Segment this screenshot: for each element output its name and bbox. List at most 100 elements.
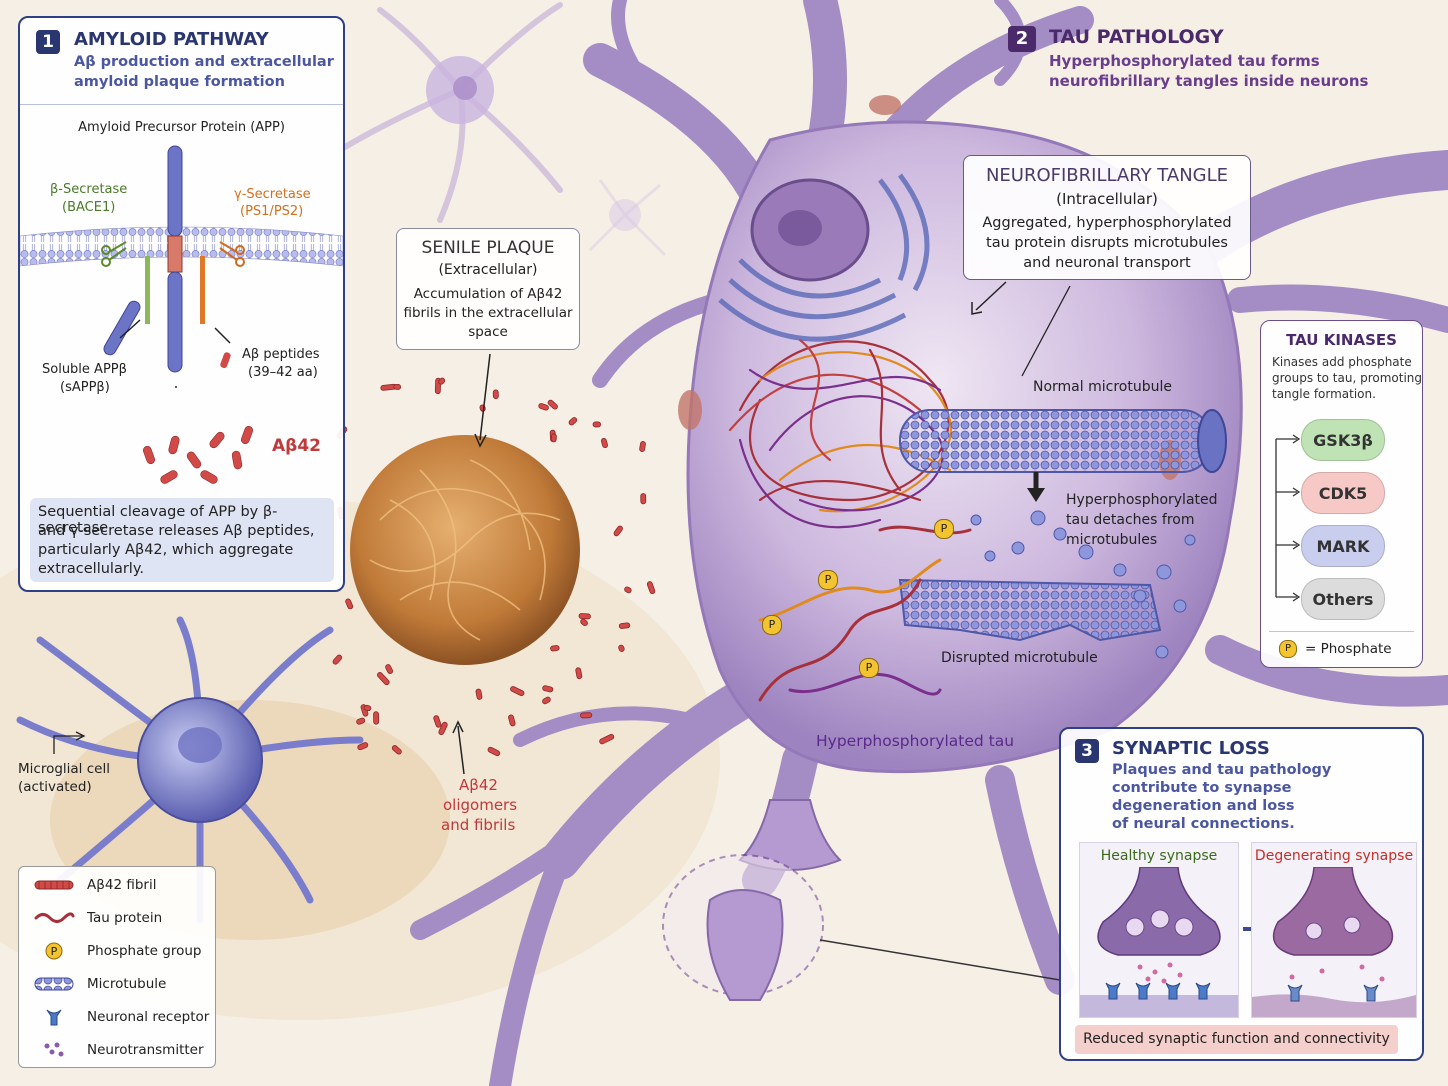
amyloid-header: 1 AMYLOID PATHWAY Aβ production and extr… (20, 18, 343, 105)
amyloid-oligomer (580, 618, 588, 627)
amyloid-pathway-panel: 1 AMYLOID PATHWAY Aβ production and extr… (18, 16, 345, 592)
phosphate-key-icon: P (1279, 640, 1297, 658)
senile-plaque-desc-3: space (468, 324, 508, 340)
svg-text:P: P (51, 945, 58, 958)
synaptic-desc-1: Plaques and tau pathology (1112, 762, 1332, 778)
phosphate-marker-2: P (818, 570, 838, 590)
section-number-2: 2 (1008, 26, 1036, 52)
synaptic-desc-2: contribute to synapse (1112, 780, 1292, 796)
oligomers-label-2: oligomers (443, 796, 518, 814)
legend-row-neurotransmitter: Neurotransmitter (19, 1034, 215, 1066)
nft-title: NEUROFIBRILLARY TANGLE (985, 165, 1229, 186)
amyloid-oligomer (373, 711, 380, 725)
amyloid-oligomer (640, 493, 647, 505)
nft-desc-2: tau protein disrupts microtubules (986, 235, 1228, 251)
amyloid-oligomer (538, 403, 549, 411)
legend-label-neurotransmitter: Neurotransmitter (87, 1042, 204, 1058)
amyloid-oligomer (639, 441, 646, 452)
microglia-label-2: (activated) (18, 779, 92, 795)
kinase-mark: MARK (1301, 525, 1385, 567)
beta-secretase-label-2: (BACE1) (62, 200, 116, 215)
senile-plaque-desc-1: Accumulation of Aβ42 (413, 286, 563, 302)
amyloid-oligomer (508, 714, 516, 727)
healthy-synapse-illustration (1080, 867, 1238, 1017)
legend-label-microtubule: Microtubule (87, 976, 167, 992)
amyloid-oligomer (391, 745, 402, 755)
ab42-label: Aβ42 (272, 436, 321, 456)
healthy-synapse-label: Healthy synapse (1100, 848, 1218, 864)
amyloid-oligomer (433, 715, 442, 728)
soluble-appb-label-2: (sAPPβ) (60, 380, 110, 395)
detach-label-2: tau detaches from (1066, 512, 1195, 528)
neurotransmitter-icon (44, 1042, 64, 1057)
tau-subtitle-2: neurofibrillary tangles inside neurons (1049, 72, 1369, 90)
legend-label-phosphate: Phosphate group (87, 943, 202, 959)
kinase-cdk5: CDK5 (1301, 472, 1385, 514)
phosphate-key-label: = Phosphate (1305, 641, 1392, 657)
amyloid-oligomer (542, 696, 551, 705)
amyloid-oligomer (542, 685, 554, 693)
soluble-appb-label-1: Soluble APPβ (42, 362, 127, 377)
amyloid-oligomer (487, 746, 501, 757)
amyloid-desc-line-2: and γ-secretase releases Aβ peptides, (38, 523, 315, 539)
degenerating-synapse-illustration (1252, 867, 1416, 1017)
tau-header: 2 TAU PATHOLOGY Hyperphosphorylated tau … (1008, 22, 1408, 102)
degenerating-synapse-label: Degenerating synapse (1254, 848, 1414, 864)
tau-subtitle-1: Hyperphosphorylated tau forms (1049, 52, 1320, 70)
amyloid-oligomer (575, 667, 583, 680)
kinase-others: Others (1301, 578, 1385, 620)
ab-peptides-label-2: (39–42 aa) (248, 365, 318, 380)
amyloid-oligomer (601, 437, 608, 449)
synaptic-desc-3: degeneration and loss (1112, 798, 1295, 814)
legend-label-tau: Tau protein (87, 910, 163, 926)
senile-plaque-sub: (Extracellular) (438, 262, 538, 278)
oligomers-pointer-arrow (452, 720, 465, 775)
kinases-divider (1269, 631, 1414, 632)
legend-label-fibril: Aβ42 fibril (87, 877, 157, 893)
amyloid-oligomer (492, 389, 499, 400)
nft-sub: (Intracellular) (1056, 190, 1158, 208)
amyloid-oligomer (356, 717, 366, 725)
gamma-secretase-label-1: γ-Secretase (234, 187, 311, 202)
app-membrane-diagram (20, 145, 343, 388)
kinases-desc-1: Kinases add phosphate (1272, 355, 1412, 369)
microglia-label-1: Microglial cell (18, 761, 110, 777)
kinases-bracket (1275, 434, 1301, 602)
synaptic-loss-panel: 3 SYNAPTIC LOSS Plaques and tau patholog… (1059, 727, 1424, 1061)
legend-row-receptor: Neuronal receptor (19, 1001, 215, 1033)
section-number-3: 3 (1075, 739, 1099, 763)
amyloid-oligomer (618, 622, 631, 629)
legend-row-microtubule: Microtubule (19, 968, 215, 1000)
legend-panel: Aβ42 fibril Tau protein P Phosphate grou… (18, 866, 216, 1068)
amyloid-oligomer (580, 712, 593, 719)
amyloid-oligomer (510, 686, 525, 697)
ab42-peptide-cluster (142, 426, 254, 484)
senile-plaque-callout: SENILE PLAQUE (Extracellular) Accumulati… (396, 228, 580, 350)
amyloid-title: AMYLOID PATHWAY (74, 29, 269, 50)
tau-kinases-panel: TAU KINASES Kinases add phosphate groups… (1260, 320, 1423, 668)
beta-secretase-label-1: β-Secretase (50, 182, 128, 197)
microtubule-icon (34, 977, 74, 991)
nft-pointer-arrows (971, 281, 1071, 377)
tau-title: TAU PATHOLOGY (1049, 26, 1224, 48)
amyloid-description-box: Sequential cleavage of APP by β-secretas… (30, 498, 334, 582)
amyloid-oligomer (578, 613, 591, 620)
hyperphosphorylated-tau-label: Hyperphosphorylated tau (816, 732, 1015, 750)
oligomers-label-3: and fibrils (441, 816, 516, 834)
amyloid-oligomer (568, 417, 578, 426)
senile-plaque-title: SENILE PLAQUE (421, 238, 555, 258)
amyloid-oligomer (332, 654, 343, 665)
kinases-title: TAU KINASES (1286, 331, 1397, 349)
amyloid-desc-line-1: Sequential cleavage of APP by β-secretas… (38, 504, 278, 536)
amyloid-oligomer (613, 525, 623, 537)
amyloid-oligomer (438, 377, 446, 385)
tau-protein-icon (34, 912, 75, 923)
kinases-desc-3: tangle formation. (1272, 387, 1376, 401)
amyloid-oligomer (618, 644, 625, 652)
plaque-pointer-arrow (474, 353, 491, 448)
ab42-fibril-icon (34, 880, 74, 890)
amyloid-oligomer (599, 733, 615, 745)
amyloid-oligomer (624, 586, 632, 594)
detach-label-1: Hyperphosphorylated (1066, 492, 1218, 508)
amyloid-oligomer (363, 704, 372, 712)
